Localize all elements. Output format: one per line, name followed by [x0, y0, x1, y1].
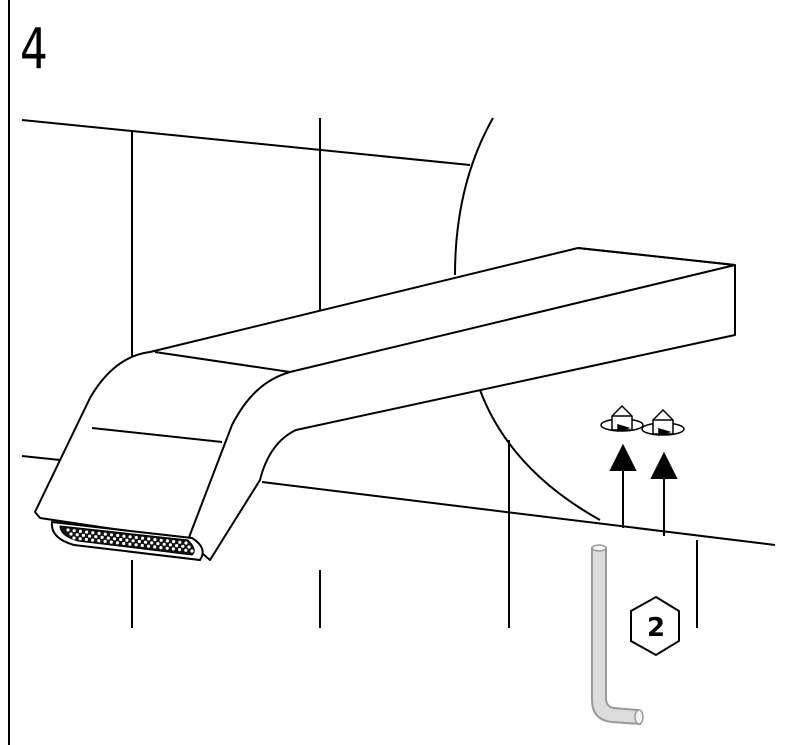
wall-tile-grid — [21, 118, 776, 628]
aerator-hole — [159, 546, 163, 550]
aerator-hole — [88, 534, 92, 538]
aerator-hole — [143, 540, 148, 544]
aerator-hole — [122, 534, 126, 538]
aerator-hole — [103, 539, 107, 544]
aerator-hole — [178, 548, 182, 552]
aerator-hole — [128, 535, 132, 539]
aerator-hole — [165, 546, 169, 550]
aerator-hole — [175, 544, 179, 548]
rotation-arrow-icon — [658, 427, 672, 437]
aerator-hole — [134, 543, 138, 547]
spout-side-line — [91, 427, 223, 443]
aerator-hole — [85, 530, 89, 534]
aerator-hole — [140, 536, 145, 540]
aerator-hole — [172, 540, 176, 544]
spout-top-front-edge — [289, 264, 736, 373]
aerator-hole — [128, 542, 132, 546]
aerator-hole — [69, 532, 73, 536]
aerator-hole — [147, 537, 151, 541]
aerator-hole — [84, 537, 88, 542]
aerator-hole — [122, 541, 126, 546]
up-arrow-icon — [650, 451, 678, 479]
aerator-hole — [156, 542, 160, 546]
aerator-hole — [72, 536, 76, 540]
hex-callout-label: 2 — [647, 613, 665, 643]
set-screw-icon — [611, 404, 633, 431]
hex-callout-shape — [630, 595, 680, 657]
aerator-hole — [109, 540, 113, 544]
hex-callout-icon: 2 — [630, 595, 680, 657]
aerator-hole — [91, 538, 95, 542]
spout-outline — [34, 247, 736, 561]
wall-plate — [454, 117, 601, 521]
aerator-hole — [115, 541, 120, 545]
aerator-hole — [91, 531, 95, 535]
aerator-hole — [159, 538, 163, 542]
spout-end-edge — [577, 247, 736, 266]
aerator-hole — [78, 529, 82, 534]
rotation-arrow-icon — [617, 423, 631, 433]
aerator-hole — [140, 543, 144, 548]
allen-key-tip-top — [591, 544, 607, 552]
aerator-hole — [181, 544, 185, 548]
aerator-hole — [184, 541, 188, 545]
aerator-hole — [187, 545, 191, 549]
aerator-hole — [112, 537, 117, 541]
aerator-hole — [125, 538, 129, 542]
aerator-hole — [184, 548, 188, 552]
tighten-arrows — [609, 443, 678, 536]
tile-line-top — [21, 119, 471, 166]
aerator-hole — [190, 549, 194, 553]
aerator-hole — [171, 547, 175, 551]
spout-bend-edge — [187, 371, 291, 541]
up-arrow-icon — [609, 443, 637, 471]
aerator-hole — [109, 533, 114, 537]
wall-plate-arc-upper — [454, 117, 494, 276]
aerator-hole — [178, 540, 182, 544]
aerator-hole — [137, 539, 141, 544]
aerator-hole — [103, 532, 107, 536]
aerator-hole — [165, 539, 169, 543]
aerator-hole — [97, 539, 101, 543]
aerator-hole — [162, 542, 166, 546]
allen-key-tip-side — [634, 709, 644, 725]
tile-line-bottom — [261, 481, 776, 546]
tile-line-bottom-left — [21, 455, 61, 461]
aerator-hole — [146, 544, 151, 548]
bath-spout — [34, 247, 736, 561]
aerator-hole — [81, 533, 85, 538]
aerator-hole — [131, 539, 135, 543]
aerator-hole — [100, 535, 104, 540]
set-screw-icon — [652, 408, 674, 435]
aerator-outlet — [50, 520, 204, 562]
aerator-hole — [75, 533, 79, 537]
aerator-hole — [116, 533, 120, 538]
aerator-hole — [106, 536, 110, 540]
aerator-hole — [168, 543, 172, 547]
step-number: 4 — [20, 17, 48, 82]
aerator-hole — [94, 535, 98, 539]
aerator-hole — [72, 529, 76, 533]
aerator-hole — [134, 535, 138, 540]
aerator-hole — [153, 538, 157, 542]
aerator-hole — [66, 528, 70, 532]
aerator-hole — [119, 537, 123, 542]
aerator-holes — [66, 528, 194, 553]
set-screw-right — [641, 408, 685, 437]
aerator-hole — [78, 537, 82, 541]
aerator-hole — [150, 541, 154, 545]
aerator-hole — [97, 531, 101, 536]
wall-plate-arc-lower — [479, 389, 601, 521]
set-screw-left — [600, 404, 644, 433]
aerator-hole — [153, 545, 157, 549]
allen-key-icon — [591, 544, 644, 726]
spout-top-crease — [154, 351, 291, 373]
